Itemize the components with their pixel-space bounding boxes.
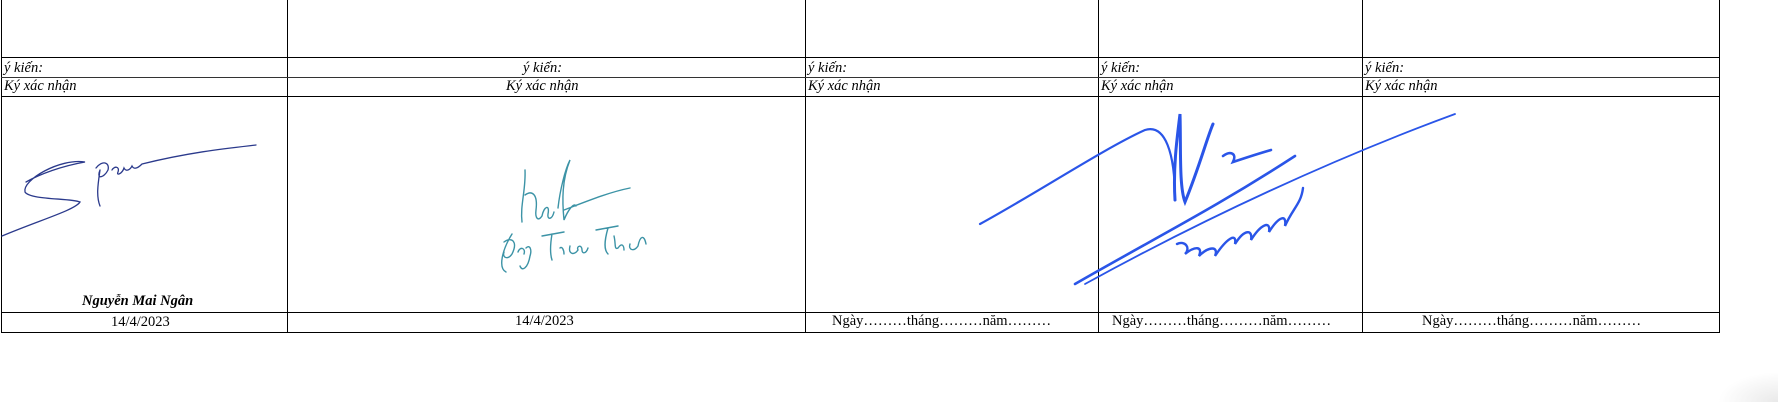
sign-label-col4: Ký xác nhận — [1101, 78, 1174, 94]
grid-line — [1, 312, 1719, 313]
date-col1: 14/4/2023 — [111, 314, 170, 330]
grid-line — [1, 0, 2, 333]
comment-label-col1: ý kiến: — [4, 60, 44, 76]
date-col3: Ngày………tháng………năm……… — [832, 313, 1052, 329]
date-col2: 14/4/2023 — [515, 313, 574, 329]
comment-label-col2: ý kiến: — [523, 60, 563, 76]
comment-label-col5: ý kiến: — [1365, 60, 1405, 76]
comment-label-col4: ý kiến: — [1101, 60, 1141, 76]
comment-label-col3: ý kiến: — [808, 60, 848, 76]
grid-line — [805, 0, 806, 333]
grid-line — [1, 77, 1719, 78]
grid-line — [1, 57, 1719, 58]
handwritten-signature-3 — [978, 113, 1456, 286]
sign-label-col2: Ký xác nhận — [506, 78, 579, 94]
grid-line — [1, 332, 1719, 333]
sign-label-col5: Ký xác nhận — [1365, 78, 1438, 94]
sign-label-col1: Ký xác nhận — [4, 78, 77, 94]
page-corner-shadow — [1718, 372, 1778, 402]
grid-line — [1719, 0, 1720, 333]
signer-name-col1: Nguyễn Mai Ngân — [82, 293, 194, 309]
grid-line — [1, 96, 1719, 97]
grid-line — [1098, 0, 1099, 333]
handwritten-signature-1 — [1, 144, 257, 237]
date-col4: Ngày………tháng………năm……… — [1112, 313, 1332, 329]
date-col5: Ngày………tháng………năm……… — [1422, 313, 1642, 329]
grid-line — [287, 0, 288, 333]
grid-line — [1362, 0, 1363, 333]
handwritten-signature-2 — [501, 159, 647, 273]
sign-label-col3: Ký xác nhận — [808, 78, 881, 94]
